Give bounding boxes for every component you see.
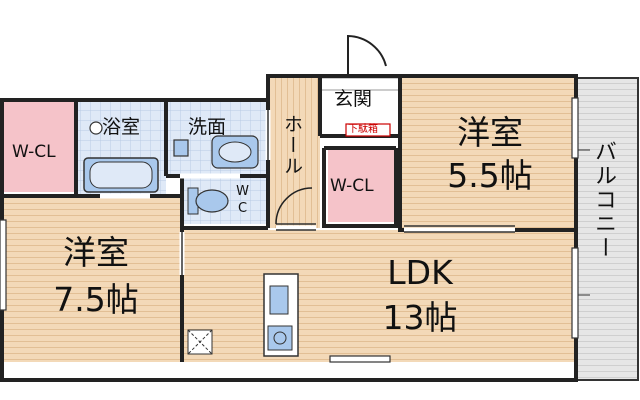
- western-room-small-label: 洋室 5.5帖: [447, 113, 533, 195]
- entrance-door-swing: [347, 34, 387, 76]
- hall-floor: [268, 78, 320, 228]
- closet-center-floor: [328, 150, 394, 222]
- shoe-box-cabinet: [345, 123, 391, 137]
- shoe-box-label: 下駄箱: [348, 124, 378, 135]
- hall-label: ホール: [281, 114, 303, 177]
- western-room-small-floor: [400, 78, 576, 230]
- balcony-label: バルコニー: [591, 140, 616, 260]
- balcony-area: [575, 77, 639, 381]
- entrance-label: 玄関: [334, 88, 373, 110]
- toilet-bowl: [195, 189, 229, 213]
- ldk-floor: [182, 230, 576, 362]
- closet-left-label: W-CL: [12, 142, 56, 162]
- western-room-large-floor: [2, 198, 182, 362]
- bath-label: 浴室: [102, 116, 141, 138]
- western-room-large-label: 洋室 7.5帖: [53, 233, 139, 319]
- ldk-label: LDK 13帖: [382, 253, 458, 337]
- closet-center-label: W-CL: [330, 176, 374, 196]
- closet-left-floor: [2, 102, 74, 192]
- washroom-label: 洗面: [188, 116, 227, 138]
- toilet-label: WC: [235, 184, 250, 218]
- hall-door-swing: [275, 187, 313, 225]
